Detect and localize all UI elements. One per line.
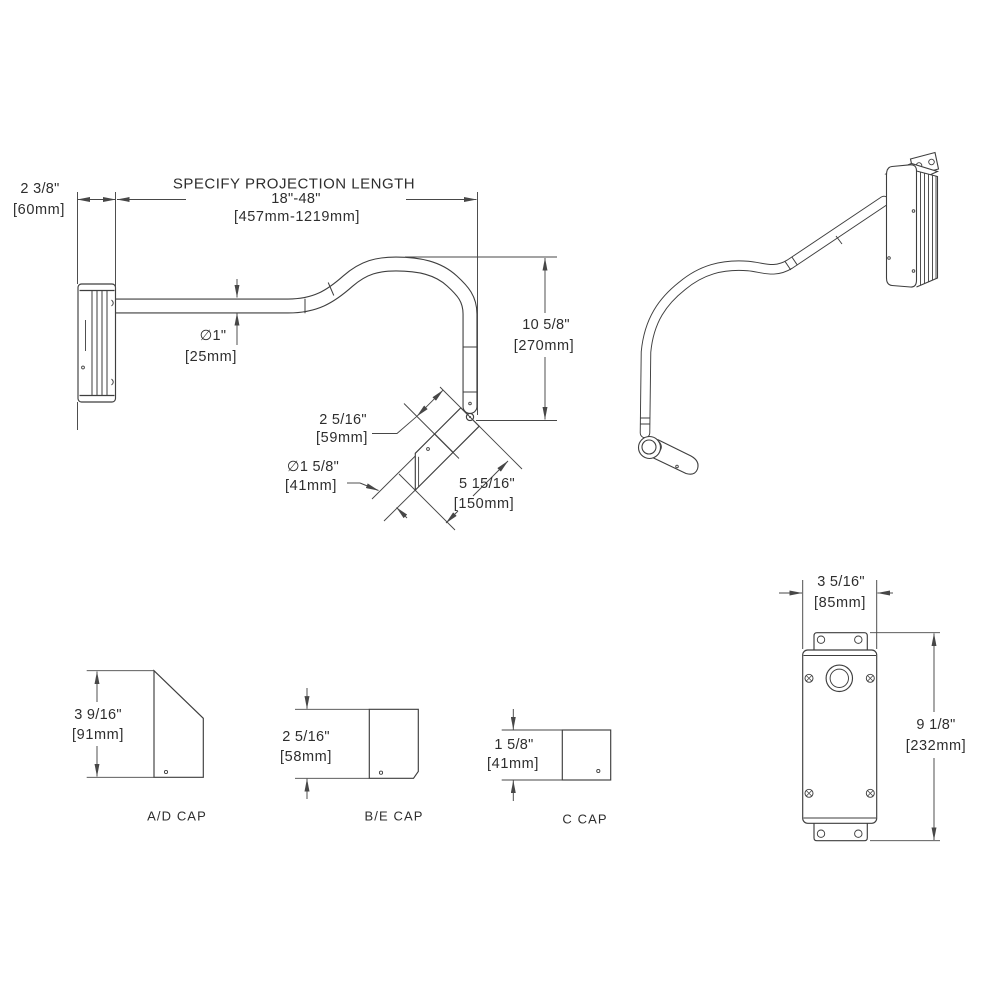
cap-ad-dim-in: 3 9/16" [74, 707, 122, 723]
cap-c-label: C CAP [562, 811, 608, 827]
dim-bracket-mm: [59mm] [316, 430, 368, 446]
dim-head-dia-in: ∅1 5/8" [286, 459, 340, 475]
dim-head-len-in: 5 15/16" [459, 476, 515, 492]
cap-ad-shape [153, 669, 204, 778]
back-plate-view [802, 632, 878, 842]
plate-height-in: 9 1/8" [916, 717, 956, 733]
side-view-dimensions [77, 192, 557, 531]
dim-head-len-mm: [150mm] [453, 496, 515, 512]
projection-title: SPECIFY PROJECTION LENGTH [172, 175, 416, 193]
cap-c-dim-mm: [41mm] [487, 756, 539, 772]
projection-range-mm: [457mm-1219mm] [233, 209, 361, 225]
wall-plate [77, 283, 117, 403]
side-view [77, 256, 481, 492]
cap-be-label: B/E CAP [364, 808, 424, 824]
back-plate-dimensions [779, 580, 940, 842]
cap-ad-dim-mm: [91mm] [72, 727, 124, 743]
plate-screws [804, 673, 875, 798]
junction-box-3d [884, 151, 940, 288]
dim-wall-depth-mm: [60mm] [13, 202, 65, 218]
cap-be-dim-mm: [58mm] [280, 749, 332, 765]
dim-head-dia-mm: [41mm] [285, 478, 337, 494]
dim-drop-in: 10 5/8" [522, 317, 570, 333]
lamp-head-3d [637, 435, 699, 475]
cap-dimensions [86, 670, 563, 801]
dim-bracket-in: 2 5/16" [319, 412, 367, 428]
dim-wall-depth-in: 2 3/8" [20, 181, 60, 197]
plate-height-mm: [232mm] [905, 738, 967, 754]
cap-be-dim-in: 2 5/16" [282, 729, 330, 745]
dim-arm-dia-mm: [25mm] [185, 349, 237, 365]
plate-width-in: 3 5/16" [817, 574, 865, 590]
projection-range-in: 18"-48" [271, 191, 321, 207]
perspective-view [637, 151, 940, 475]
cap-profiles [153, 669, 612, 781]
dim-drop-mm: [270mm] [513, 338, 575, 354]
dim-arm-dia-in: ∅1" [199, 328, 227, 344]
cap-ad-label: A/D CAP [147, 808, 207, 824]
cap-c-shape [561, 729, 612, 781]
plate-width-mm: [85mm] [814, 595, 866, 611]
cap-be-shape [368, 708, 419, 779]
cap-c-dim-in: 1 5/8" [494, 737, 534, 753]
